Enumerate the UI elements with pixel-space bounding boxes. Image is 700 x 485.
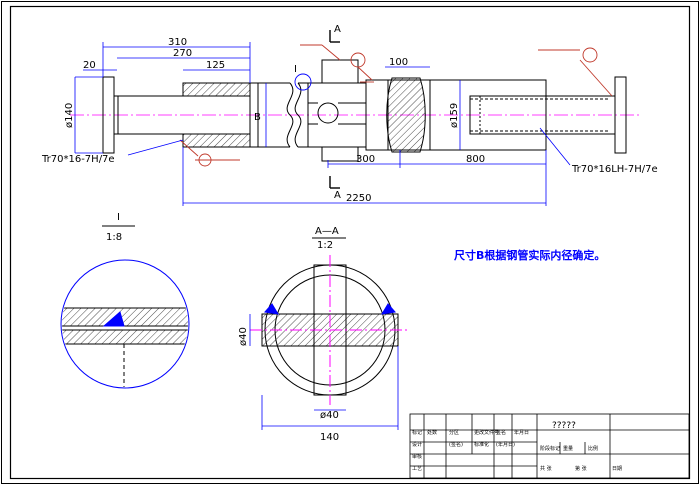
section-weld-right [381,303,396,315]
dim-310: 310 [168,37,187,48]
thread-right-label: Tr70*16LH-7H/7e [571,164,658,175]
dim-dia-40-left: ø40 [238,327,249,346]
tb-cell-2: 分区 [449,429,459,436]
dim-b: B [254,112,261,123]
cross-hole [317,102,339,124]
detail-circle [60,259,190,389]
tb-cell-8: 工艺 [412,466,422,472]
section-mark-bottom: A [334,190,341,201]
dim-800: 800 [466,154,485,165]
tb-cell-3: 更改文件号 [474,429,499,436]
dim-270: 270 [173,48,192,59]
dim-dia-140: ø140 [64,103,75,128]
section-view [250,255,410,405]
right-flange-plate [614,76,627,154]
detail-mark-main: I [294,64,297,75]
dim-125: 125 [206,60,225,71]
left-nut-sleeve-top [182,82,251,97]
detail-weld-bead [102,311,125,327]
dim-100: 100 [389,57,408,68]
tb-cell-6: 设计 [412,441,422,448]
thread-left-label: Tr70*16-7H/7e [41,154,115,165]
title-block [409,413,690,479]
weld-leaders [179,44,613,167]
detail-mark: I [117,212,120,223]
tb-cell-11: 标准化 [474,441,489,448]
tb-cell-17: 日期 [612,466,622,472]
tb-cell-10: (年月日) [496,441,515,448]
tb-cell-1: 处数 [427,429,437,436]
tb-cell-15: 共 张 [540,465,552,472]
section-cut-marks [329,30,340,189]
tb-cell-16: 第 张 [575,465,587,472]
dim-dia-159: ø159 [449,103,460,128]
tb-cell-5: 年月日 [514,429,529,436]
detail-circle-marker [294,73,312,91]
tb-cell-7: 审核 [412,453,422,460]
detail-view [60,259,190,389]
left-nut-sleeve-bottom [182,133,251,148]
tb-cell-4: 签名 [496,429,506,436]
section-view-mark: A—A [315,226,339,237]
detail-scale: 1:8 [106,232,122,243]
tb-cell-9: (签名) [449,441,463,448]
dim-140: 140 [320,432,339,443]
tb-cell-14: 比例 [588,445,598,452]
section-weld-left [264,303,279,315]
tb-cell-12: 阶段标记 [540,445,560,452]
dim-dia-40-bottom: ø40 [320,410,339,421]
section-view-scale: 1:2 [317,240,333,251]
dim-300: 300 [356,154,375,165]
main-view [70,59,640,162]
sheet-inner-frame [9,5,691,480]
section-mark-top: A [334,24,341,35]
dim-2250: 2250 [346,193,371,204]
right-tube [365,79,547,151]
tb-cell-0: 标记 [412,429,422,436]
break-line [286,82,294,148]
dimension-b-note: 尺寸B根据钢管实际内径确定。 [454,248,605,262]
dimension-lines [74,42,571,206]
tb-cell-13: 重量 [563,445,573,452]
coupling-ring [386,77,426,153]
dim-20: 20 [83,60,96,71]
title-block-drawing-title: ????? [552,421,576,431]
